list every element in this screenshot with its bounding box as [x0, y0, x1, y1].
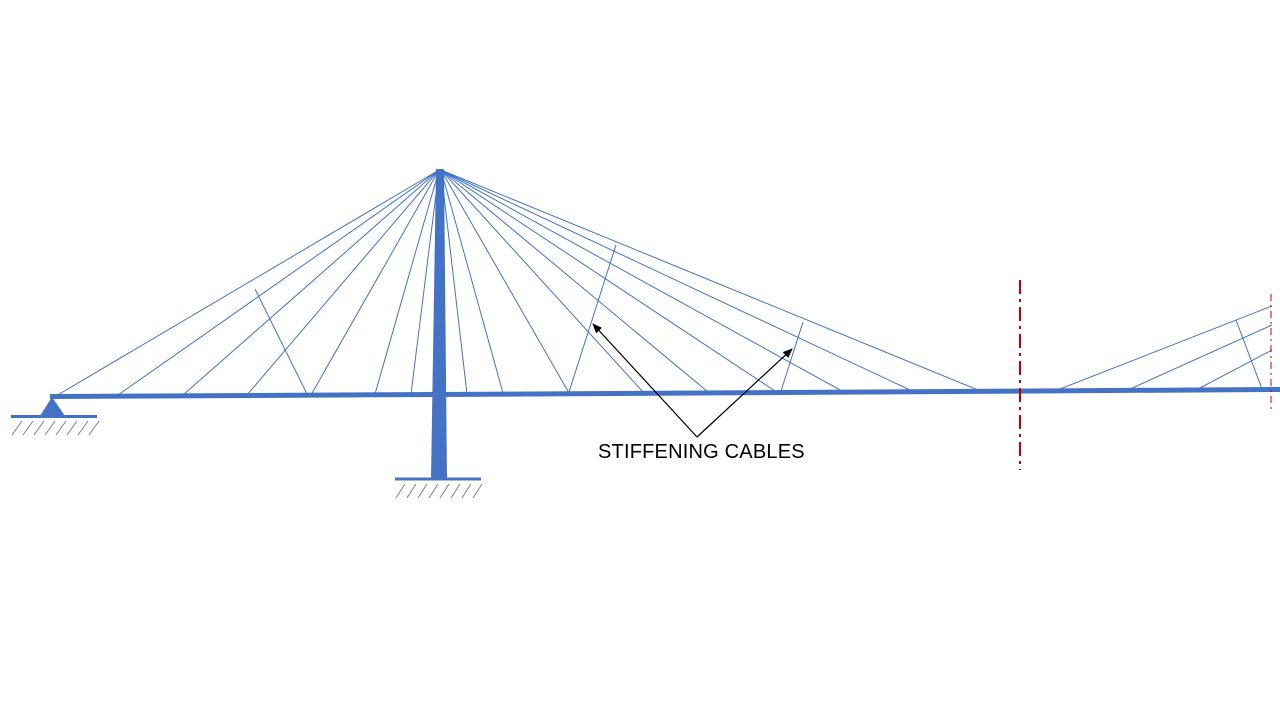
- bridge-deck: [49, 387, 1280, 399]
- stay-cable: [440, 169, 468, 395]
- stiffening-cable: [1235, 319, 1263, 390]
- stay-cable: [117, 169, 440, 396]
- stay-cable: [1129, 324, 1273, 390]
- stay-cable: [440, 169, 504, 394]
- stiffening-cables-label: STIFFENING CABLES: [598, 441, 805, 463]
- stiffening-cables: [254, 244, 1263, 395]
- stay-cable: [310, 169, 440, 396]
- ground-hatch-icon: [11, 420, 100, 436]
- stay-cable: [182, 169, 440, 396]
- stay-cable: [246, 169, 440, 396]
- stay-cable: [440, 169, 776, 392]
- stay-cable: [1059, 305, 1273, 390]
- callout-arrow-right: [696, 348, 793, 438]
- callout-arrow-left: [592, 323, 698, 438]
- pylon-tower: [431, 169, 447, 479]
- stay-cable: [374, 169, 440, 395]
- stay-cable: [1197, 349, 1273, 390]
- pin-support-icon: [40, 397, 65, 416]
- stay-cable: [440, 169, 570, 394]
- stay-cable: [440, 169, 709, 393]
- callout-arrows: [592, 323, 793, 438]
- stay-cable: [410, 169, 440, 395]
- stay-cable: [440, 169, 979, 391]
- stay-cable: [55, 169, 440, 397]
- ground-hatch-icon: [395, 483, 483, 499]
- stay-cable: [440, 169, 644, 393]
- stay-cables: [55, 169, 1273, 397]
- stiffening-cable: [254, 288, 308, 395]
- stay-cable: [440, 169, 843, 392]
- left-support: [11, 397, 100, 436]
- stay-cable: [440, 169, 911, 391]
- pylon-base: [395, 477, 483, 499]
- stiffening-cable: [568, 244, 617, 393]
